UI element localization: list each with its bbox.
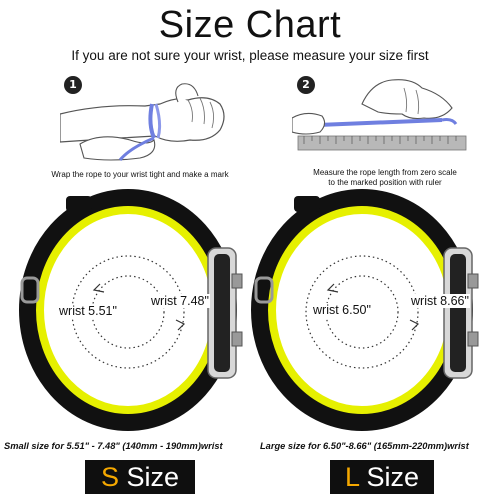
wrist-max-label-small: wrist 7.48" <box>150 294 210 308</box>
step-2-caption-line2: to the marked position with ruler <box>328 178 442 187</box>
wrist-min-label-small: wrist 5.51" <box>58 304 118 318</box>
step-1-number: 1 <box>64 76 82 94</box>
large-size-letter: L <box>344 462 359 492</box>
large-size-word: Size <box>358 462 420 492</box>
watch-band-large-icon <box>251 189 479 431</box>
small-size-badge: S Size <box>85 460 195 494</box>
large-size-badge: L Size <box>330 460 434 494</box>
wrist-max-label-large: wrist 8.66" <box>410 294 470 308</box>
step-2-caption-line1: Measure the rope length from zero scale <box>313 168 457 177</box>
wrist-min-label-large: wrist 6.50" <box>312 303 372 317</box>
step-2-caption: Measure the rope length from zero scale … <box>290 168 480 188</box>
page-subtitle: If you are not sure your wrist, please m… <box>71 48 429 63</box>
ruler-measure-icon <box>292 79 467 151</box>
step-1-caption: Wrap the rope to your wrist tight and ma… <box>51 170 229 179</box>
small-size-word: Size <box>118 462 180 492</box>
small-size-letter: S <box>100 462 119 492</box>
large-size-description: Large size for 6.50"-8.66" (165mm-220mm)… <box>260 441 469 451</box>
watch-band-small-icon <box>19 189 243 431</box>
wrist-measure-icon <box>60 83 225 161</box>
page-title: Size Chart <box>158 4 342 46</box>
step-2-number: 2 <box>297 76 315 94</box>
small-size-description: Small size for 5.51" - 7.48" (140mm - 19… <box>4 441 223 451</box>
